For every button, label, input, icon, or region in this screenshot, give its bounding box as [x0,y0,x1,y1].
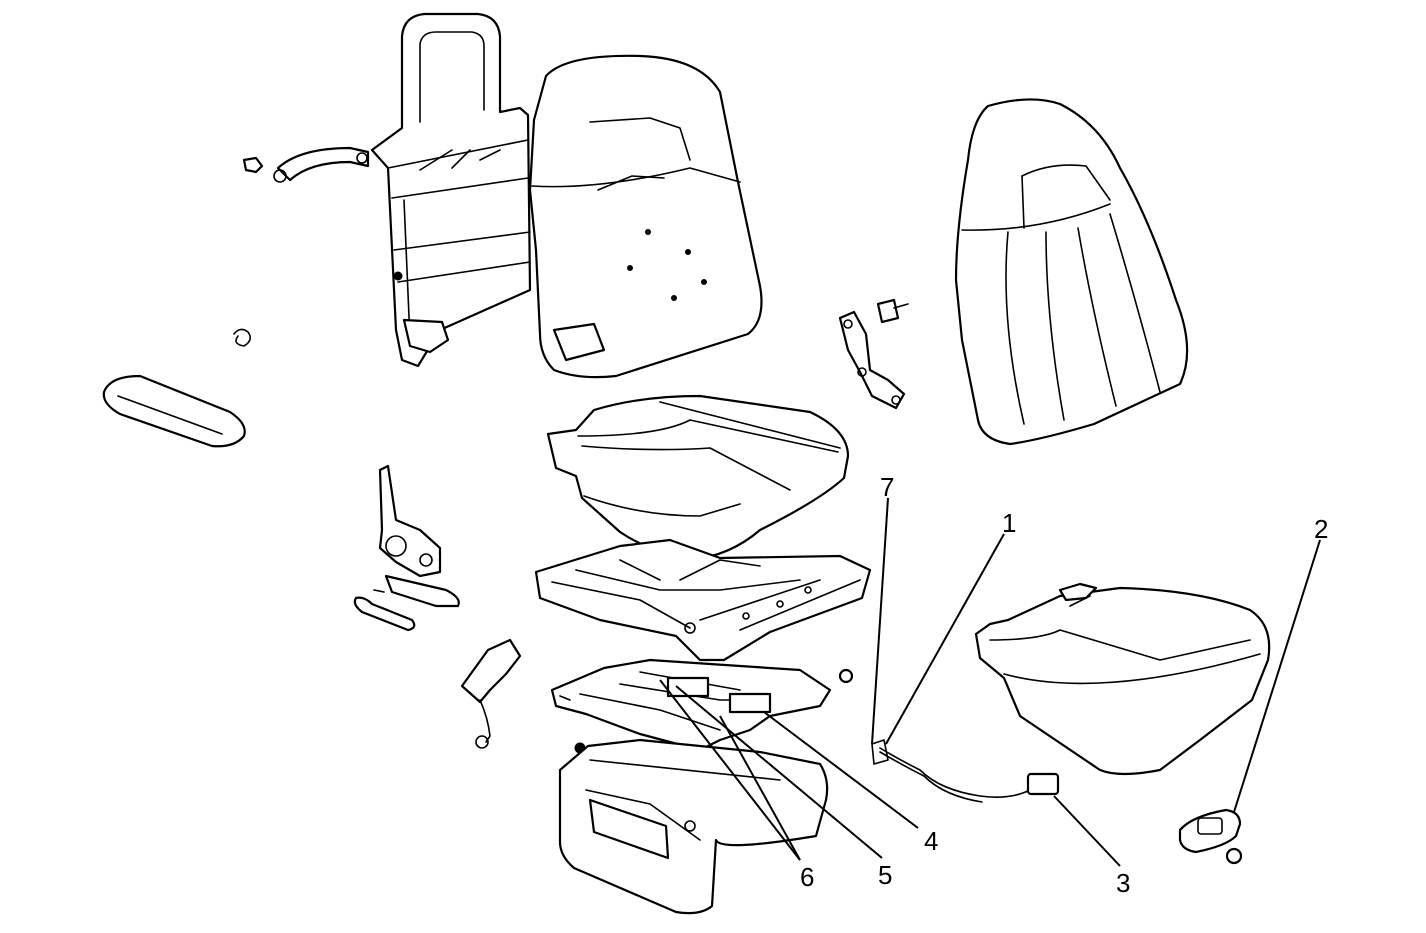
callout-1: 1 [1002,508,1016,538]
seat-back-mount-bracket [838,298,909,410]
seat-back-cushion-right [954,98,1189,446]
leader-4 [763,711,919,829]
seat-pan-frame [534,538,872,662]
leader-5 [675,685,883,859]
armrest [102,374,246,448]
leader-3 [1053,795,1121,867]
seat-adjuster [550,658,854,754]
leader-2 [1233,539,1321,813]
clip [233,328,252,347]
callout-2: 2 [1314,514,1328,544]
callout-3: 3 [1116,868,1130,898]
seat-belt-buckle [460,638,522,749]
seat-riser-base [558,738,829,915]
seat-back-cushion-front [528,54,763,379]
headrest-bracket [242,146,370,183]
leader-6b [719,715,801,861]
wire-harness [871,739,1060,803]
leader-1 [885,533,1005,745]
switch-bezel [1178,808,1243,865]
recliner-mechanism [353,464,460,632]
callout-7: 7 [880,472,894,502]
leader-7 [871,497,889,745]
callout-6: 6 [800,862,814,892]
leader-lines [659,497,1321,867]
seat-back-frame [370,12,532,368]
leader-6a [659,679,801,861]
seat-cushion-center [546,394,850,562]
callout-5: 5 [878,860,892,890]
callout-4: 4 [924,826,938,856]
seat-cushion-right [974,582,1271,776]
